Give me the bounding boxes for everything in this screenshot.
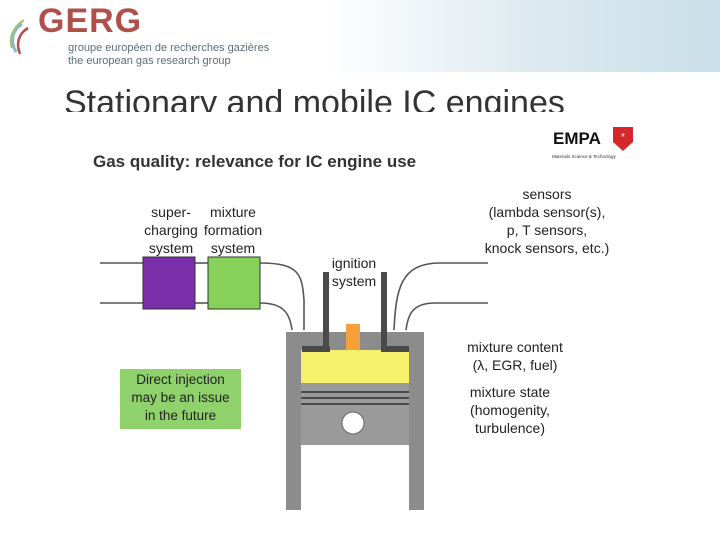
gerg-subtitle-french: groupe européen de recherches gazières [68,42,270,54]
direct-injection-line: may be an issue [131,390,230,405]
exhaust-valve [381,346,409,352]
label-mixture-formation-line: system [210,240,256,256]
label-ignition: ignition system [322,254,386,290]
empa-star-icon: * [613,127,633,151]
slide-title: Stationary and mobile IC engines [64,84,565,112]
gerg-logo-text: GERG [38,2,143,40]
combustion-chamber [301,350,409,383]
piston-rings [301,391,409,405]
label-ignition-line: ignition [331,255,377,271]
cylinder-wall-left [286,332,301,510]
label-mixture-formation: mixture formation system [198,203,268,257]
cylinder-wall-right [409,332,424,510]
header-banner: GERG groupe européen de recherches gaziè… [0,0,720,72]
valve-stem-right [381,272,387,348]
label-mixture-state-line: turbulence) [474,420,546,436]
label-sensors-line: (lambda sensor(s), [488,204,606,220]
direct-injection-line: Direct injection [136,372,225,387]
piston-pin [341,411,365,435]
figure-heading: Gas quality: relevance for IC engine use [93,152,417,171]
empa-logo: EMPA * Materials Science & Technology [548,126,642,162]
label-sensors-line: sensors [522,186,572,202]
spark-plug [346,324,360,350]
intake-valve [302,346,330,352]
valve-stem-left [323,272,329,348]
label-supercharging-line: system [148,240,194,256]
empa-logo-subtitle: Materials Science & Technology [552,154,616,159]
direct-injection-note: Direct injection may be an issue in the … [120,369,241,429]
gerg-swirl-icon [9,19,29,55]
label-mixture-state-line: (homogenity, [470,402,550,418]
label-sensors-line: knock sensors, etc.) [484,240,610,256]
label-mixture-state-line: mixture state [469,384,551,400]
empa-logo-text: EMPA [553,129,601,148]
label-supercharging-line: charging [144,222,198,238]
label-supercharging-line: super- [151,204,191,220]
exhaust-pipes [393,262,488,331]
label-mixture-content-line: mixture content [467,339,563,355]
svg-text:*: * [621,132,625,143]
label-supercharging: super- charging system [138,203,204,257]
label-mixture-content: mixture content (λ, EGR, fuel) [455,338,575,374]
direct-injection-line: in the future [144,408,217,423]
label-mixture-formation-line: formation [203,222,263,238]
label-mixture-state: mixture state (homogenity, turbulence) [455,383,565,437]
label-sensors: sensors (lambda sensor(s), p, T sensors,… [472,185,622,257]
label-sensors-line: p, T sensors, [506,222,588,238]
mixture-formation-block [207,256,261,310]
label-mixture-content-line: (λ, EGR, fuel) [472,357,558,373]
supercharging-block [142,256,196,310]
gerg-subtitle-english: the european gas research group [68,55,231,67]
intake-pipes [100,262,305,331]
label-mixture-formation-line: mixture [210,204,256,220]
label-ignition-line: system [331,273,377,289]
